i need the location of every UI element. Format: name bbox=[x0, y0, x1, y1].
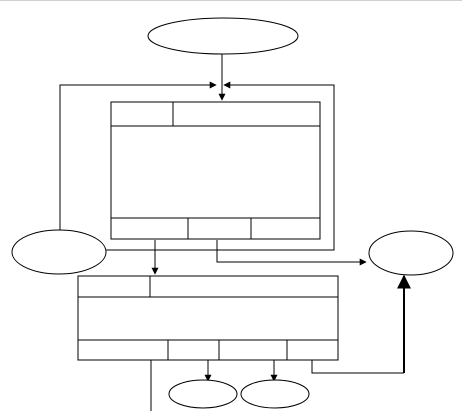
bottom-right-ellipse bbox=[240, 379, 310, 409]
connector-lower-to-right-ellipse-path bbox=[311, 360, 404, 374]
start-node bbox=[147, 17, 299, 55]
upper-block bbox=[110, 101, 321, 240]
left-ellipse bbox=[11, 229, 107, 275]
upper-block-frame bbox=[110, 101, 321, 240]
top-border bbox=[0, 0, 462, 1]
start-ellipse bbox=[147, 17, 299, 55]
connector-feedback-to-upper-block bbox=[104, 81, 335, 251]
lower-block-frame bbox=[77, 275, 339, 361]
bottom-right-node bbox=[240, 379, 310, 409]
connector-left-ellipse-to-upper-block bbox=[59, 81, 217, 232]
left-node bbox=[11, 229, 107, 275]
connectors bbox=[59, 54, 411, 411]
bottom-left-ellipse bbox=[168, 379, 238, 409]
right-node bbox=[368, 230, 454, 276]
connector-upper-to-right-ellipse bbox=[216, 240, 367, 266]
right-ellipse bbox=[368, 230, 454, 276]
bottom-left-node bbox=[168, 379, 238, 409]
lower-block bbox=[77, 275, 339, 361]
